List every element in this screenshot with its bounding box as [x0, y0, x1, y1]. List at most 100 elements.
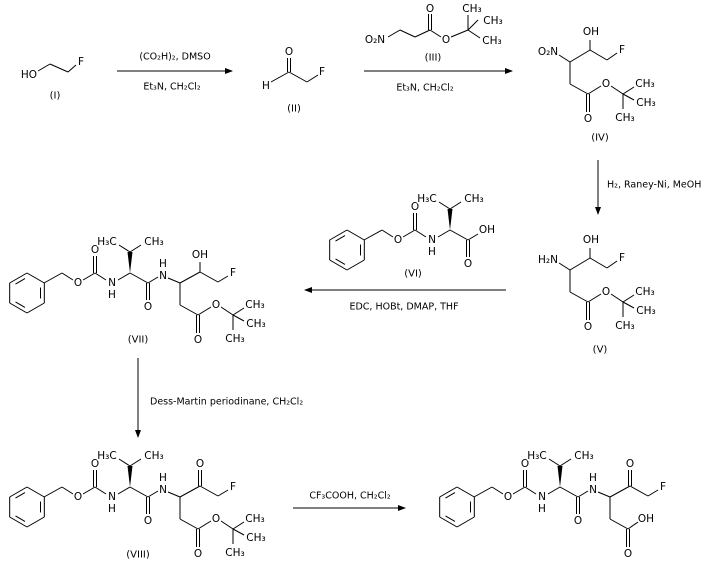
- bond: [559, 486, 579, 498]
- atom-label: H₃C: [97, 450, 116, 462]
- bond: [26, 516, 45, 528]
- atom-label: O: [574, 515, 582, 527]
- wedge-bond: [127, 252, 133, 273]
- bond: [15, 278, 26, 285]
- atom-label: O: [626, 458, 634, 470]
- atom-label: OH: [638, 513, 654, 525]
- bond: [197, 520, 212, 530]
- atom-label: OH: [479, 224, 495, 236]
- atom-label: O: [504, 491, 512, 503]
- atom-label: O: [624, 548, 632, 560]
- atom-label: CH₃: [636, 97, 655, 109]
- bond: [627, 521, 639, 530]
- bond: [232, 314, 245, 322]
- atom-label: CH₃: [635, 78, 654, 90]
- bond: [288, 71, 308, 83]
- bond: [610, 293, 624, 303]
- bond: [569, 291, 589, 303]
- reagent-step2-below: Et₃N, CH₂Cl₂: [396, 83, 454, 94]
- atom-label: O: [144, 515, 152, 527]
- bond: [558, 54, 571, 63]
- atom-label: O: [584, 321, 592, 333]
- bond: [147, 276, 159, 284]
- compound-label-5: (V): [593, 345, 608, 356]
- compound-label-2: (II): [287, 104, 301, 115]
- bond: [129, 272, 149, 284]
- bond: [606, 52, 618, 61]
- compound-label-3: (III): [425, 53, 442, 64]
- atom-label: N: [108, 277, 116, 289]
- bond: [9, 272, 28, 284]
- bond: [82, 486, 96, 495]
- bond: [449, 201, 462, 210]
- compound-label-7: (VII): [128, 335, 149, 346]
- atom-label: H: [428, 246, 436, 258]
- bond: [346, 259, 365, 271]
- bond: [629, 485, 649, 497]
- atom-label: O: [196, 458, 204, 470]
- atom-label: O: [584, 113, 592, 125]
- atom-label: HO: [21, 69, 37, 81]
- bond: [438, 201, 451, 210]
- bond: [15, 515, 26, 522]
- bond: [335, 235, 346, 242]
- bond: [82, 272, 96, 281]
- bond: [197, 306, 212, 316]
- atom-label: CH₃: [464, 193, 483, 205]
- bond: [129, 244, 142, 253]
- atom-label: F: [78, 56, 84, 68]
- bond: [232, 307, 245, 316]
- bond: [512, 486, 526, 495]
- bond: [49, 63, 69, 73]
- bond: [329, 259, 348, 271]
- bond: [606, 260, 618, 269]
- bond: [429, 29, 442, 38]
- atom-label: O: [521, 458, 529, 470]
- atom-label: O: [285, 46, 293, 58]
- bond: [445, 515, 456, 522]
- atom-label: O: [194, 334, 202, 346]
- atom-label: H: [262, 80, 270, 92]
- atom-label: CH₃: [636, 305, 655, 317]
- atom-label: H: [159, 472, 167, 484]
- bond: [15, 301, 26, 308]
- atom-label: H₂N: [538, 254, 558, 266]
- atom-label: CH₃: [225, 547, 244, 559]
- bond: [129, 486, 149, 498]
- compound-label-6: (VI): [404, 269, 422, 280]
- atom-label: H₃C: [97, 236, 116, 248]
- bond: [467, 29, 481, 39]
- bond: [9, 302, 28, 314]
- atom-label: CH₃: [246, 318, 265, 330]
- bond: [117, 272, 131, 281]
- compound-label-8: (VIII): [126, 550, 150, 561]
- bond: [450, 29, 469, 38]
- atom-label: OH: [192, 249, 208, 261]
- atom-label: N: [589, 484, 597, 496]
- atom-label: OH: [583, 234, 599, 246]
- bond: [445, 492, 456, 499]
- bond: [456, 516, 475, 528]
- bond: [609, 518, 629, 530]
- bond: [43, 486, 63, 498]
- atom-label: O: [91, 458, 99, 470]
- bond: [335, 258, 346, 265]
- bond: [129, 458, 142, 467]
- bond: [232, 528, 245, 536]
- reagent-step3: H₂, Raney-Ni, MeOH: [607, 180, 701, 191]
- atom-label: CH₃: [462, 3, 481, 15]
- bond: [548, 458, 561, 467]
- atom-label: CH₃: [574, 450, 593, 462]
- bond: [577, 490, 589, 498]
- atom-label: O: [212, 299, 220, 311]
- atom-label: O: [411, 201, 419, 213]
- atom-label: CH₃: [482, 35, 501, 47]
- atom-label: CH₃: [615, 320, 634, 332]
- structure-bonds: [9, 14, 659, 547]
- atom-label: F: [619, 44, 625, 56]
- bond: [117, 486, 131, 495]
- atom-label: H: [108, 289, 116, 301]
- atom-label: O: [194, 548, 202, 560]
- atom-label: F: [230, 267, 236, 279]
